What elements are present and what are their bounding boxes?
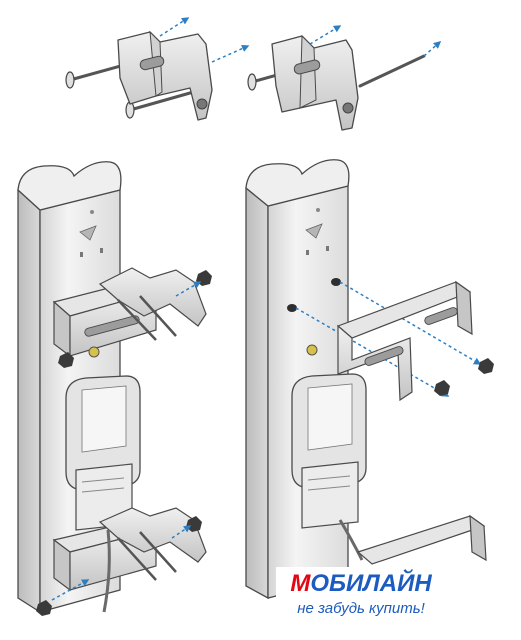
nut-icon: [58, 352, 74, 368]
bolt-icon: [68, 62, 130, 82]
nut-icon: [434, 380, 450, 396]
v-clamp-upper: [98, 267, 207, 327]
dashed-arrow-icon: [159, 17, 190, 37]
dashed-arrow-icon: [295, 307, 450, 397]
right-antenna-assembly: [245, 159, 494, 600]
dashed-arrow-icon: [51, 579, 90, 601]
left-antenna-assembly: [17, 161, 212, 616]
long-bolt-icon: [358, 54, 426, 88]
antenna-top-cap: [17, 161, 122, 211]
dashed-arrow-icon: [211, 45, 250, 63]
v-clamp-lower: [98, 507, 207, 563]
nut-icon: [36, 600, 52, 616]
brand-slogan: не забудь купить!: [297, 600, 425, 617]
top-right-bracket-assembly: [247, 25, 442, 131]
top-left-bracket-assembly: [65, 17, 250, 121]
dashed-arrow-icon: [423, 41, 442, 57]
slot: [139, 55, 165, 71]
nut-icon: [478, 358, 494, 374]
dashed-arrow-icon: [309, 25, 342, 45]
mount-bracket-loose: [337, 324, 413, 402]
cable: [338, 519, 364, 561]
dashed-arrow-icon: [171, 525, 192, 539]
antenna-top-cap: [245, 159, 350, 207]
cable: [102, 529, 111, 613]
dashed-arrow-icon: [175, 281, 202, 297]
bolt-head-icon: [65, 71, 75, 89]
mount-hole: [196, 98, 208, 110]
brand-logo: МОБИЛАЙН не забудь купить!: [276, 567, 446, 629]
bolt-head-icon: [247, 73, 257, 91]
brand-name-rest: ОБИЛАЙН: [310, 570, 432, 597]
bolt-icon: [128, 91, 192, 112]
brand-name: МОБИЛАЙН: [276, 569, 446, 599]
brand-name-first-letter: М: [290, 570, 311, 597]
